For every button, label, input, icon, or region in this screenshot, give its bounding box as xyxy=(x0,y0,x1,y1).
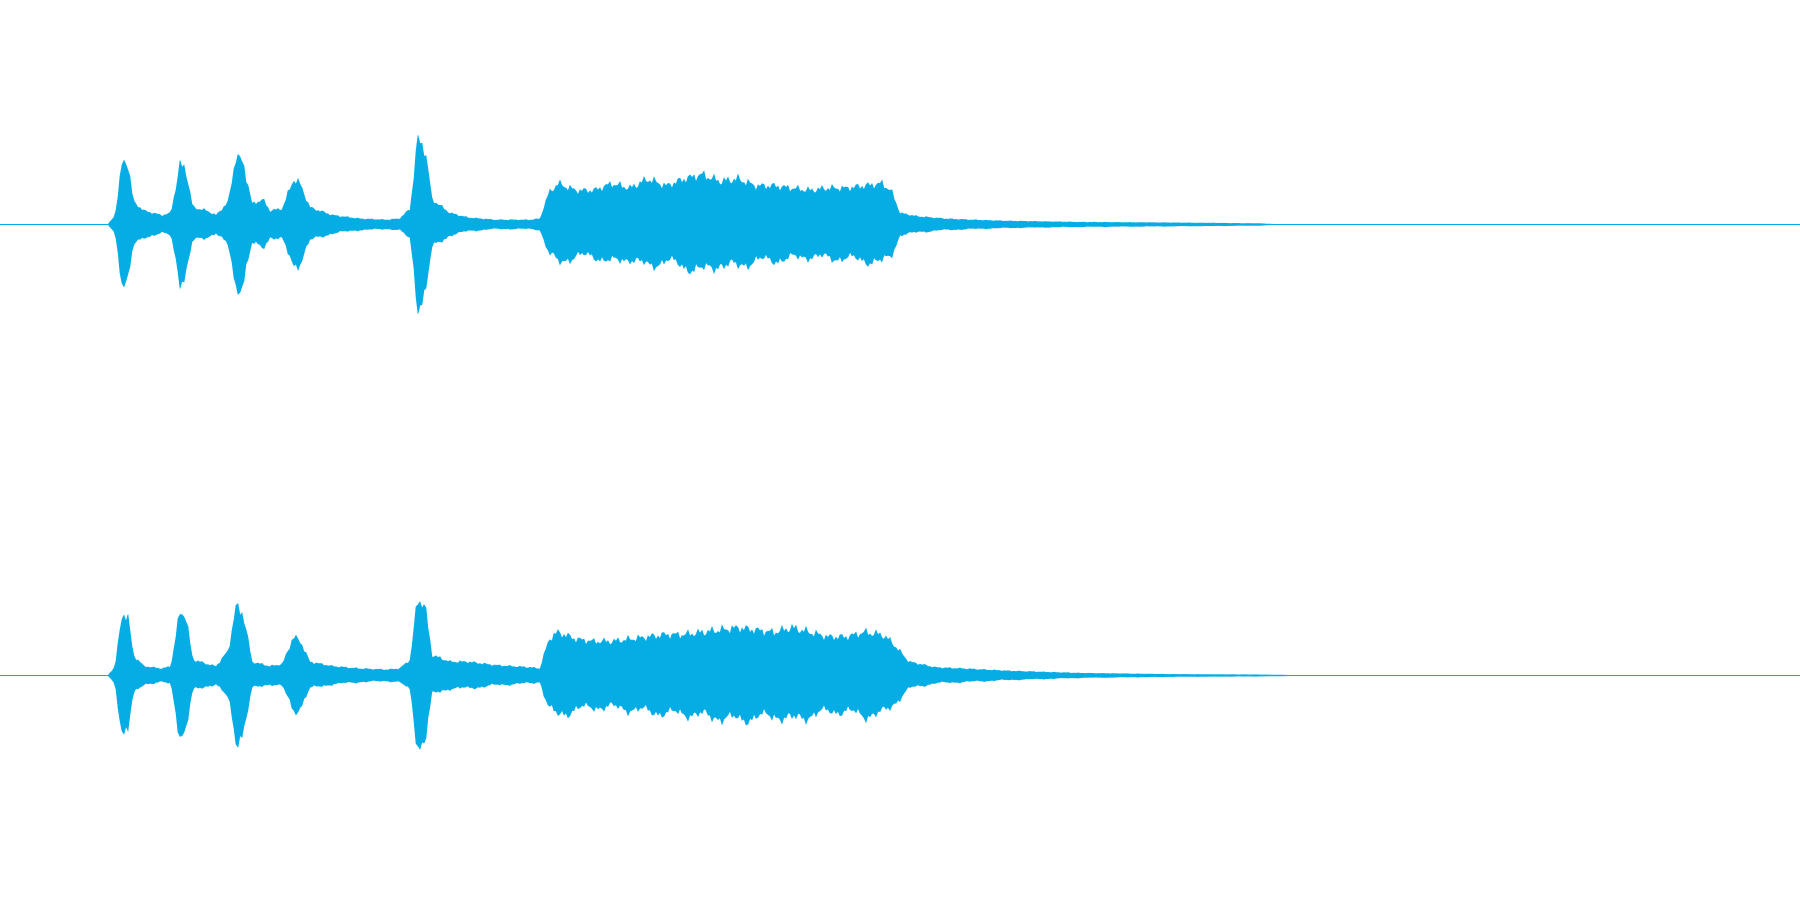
channel-1-waveform-shape xyxy=(0,135,1800,314)
channel-1-waveform xyxy=(0,112,1800,337)
channel-1-plot xyxy=(0,135,1800,314)
channel-2-plot xyxy=(0,600,1800,750)
channel-2-waveform xyxy=(0,563,1800,788)
channel-2-waveform-shape xyxy=(0,600,1800,750)
